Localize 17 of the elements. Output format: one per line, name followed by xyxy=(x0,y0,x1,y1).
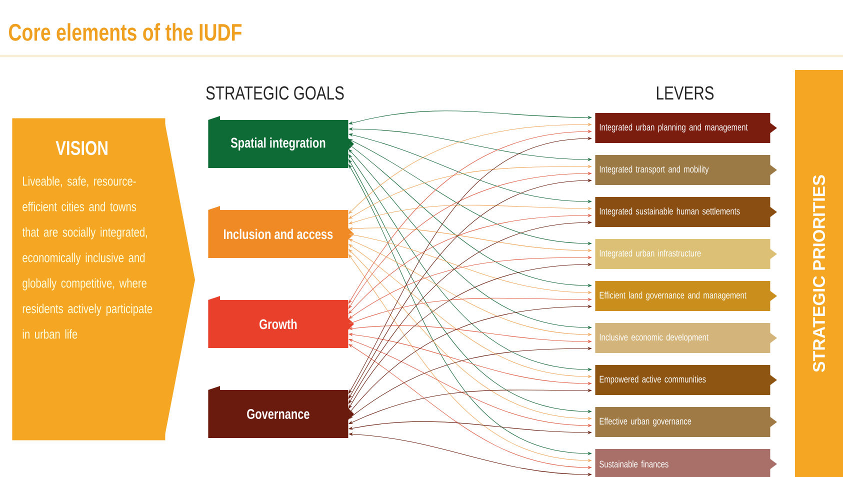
goal-box: Spatial integration xyxy=(208,116,354,168)
goal-box: Governance xyxy=(208,386,354,438)
lever-box: Empowered active communities xyxy=(595,365,777,395)
lever-box: Integrated urban infrastructure xyxy=(595,239,777,269)
lever-box: Effective urban governance xyxy=(595,407,777,437)
title: Core elements of the IUDF xyxy=(8,23,242,41)
lever-box: Integrated sustainable human settlements xyxy=(595,197,777,227)
lever-box: Integrated transport and mobility xyxy=(595,155,777,185)
priorities-band: STRATEGIC PRIORITIES xyxy=(795,70,843,477)
column-heading: STRATEGIC GOALS xyxy=(206,86,344,100)
goal-box: Growth xyxy=(208,296,354,348)
lever-box: Sustainable finances xyxy=(595,449,777,477)
goal-box: Inclusion and access xyxy=(208,206,354,258)
lever-box: Integrated urban planning and management xyxy=(595,113,777,143)
lever-box: Efficient land governance and management xyxy=(595,281,777,311)
lever-box: Inclusive economic development xyxy=(595,323,777,353)
column-heading: LEVERS xyxy=(657,86,714,100)
